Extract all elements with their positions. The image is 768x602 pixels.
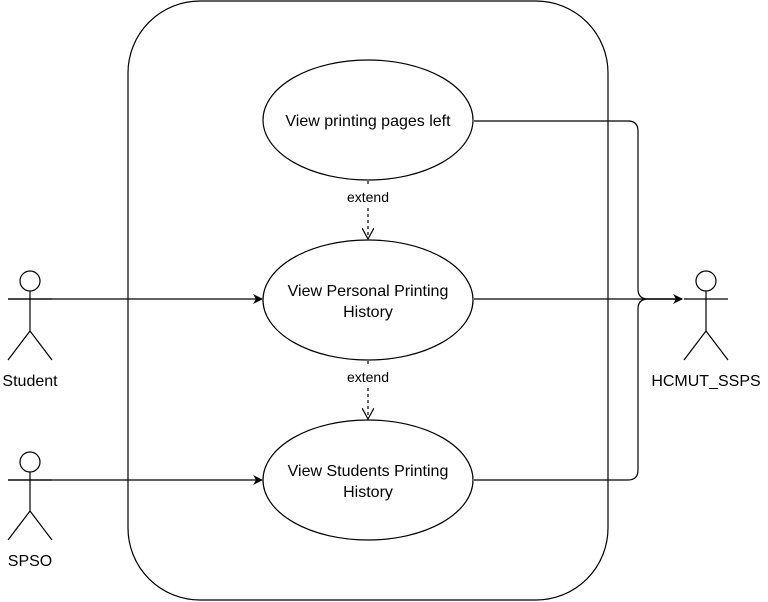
use-case-personal-history-label-line1: View Personal Printing (288, 283, 449, 300)
actor-spso-label: SPSO (8, 553, 52, 570)
actor-hcmut-ssps-leg-left (683, 330, 707, 361)
actor-hcmut-ssps[interactable]: HCMUT_SSPS (651, 270, 761, 390)
use-case-students-history-label-line1: View Students Printing (288, 463, 449, 480)
use-case-personal-history[interactable]: View Personal Printing History (262, 239, 474, 361)
actor-hcmut-ssps-head (695, 270, 717, 292)
extend-relation-bottom[interactable]: extend (338, 361, 398, 419)
use-case-pages-left-ellipse (262, 59, 474, 181)
actor-student-leg-right (29, 330, 53, 361)
use-case-pages-left[interactable]: View printing pages left (262, 59, 474, 181)
extend-bottom-label: extend (347, 369, 389, 385)
extend-top-label-bg (338, 186, 398, 206)
actor-student-label: Student (2, 373, 58, 390)
actor-spso-leg-left (7, 510, 31, 541)
actor-hcmut-ssps-label: HCMUT_SSPS (651, 373, 760, 390)
use-case-students-history-ellipse (262, 419, 474, 541)
actor-spso-head (19, 451, 41, 473)
actor-student-leg-left (7, 330, 31, 361)
association-pages-left-system[interactable] (474, 120, 682, 300)
use-case-personal-history-label-line2: History (343, 304, 393, 321)
actor-student[interactable]: Student (2, 270, 58, 390)
association-students-history-system[interactable] (474, 298, 682, 481)
actor-hcmut-ssps-leg-right (705, 330, 729, 361)
use-case-personal-history-ellipse (262, 239, 474, 361)
extend-top-label: extend (347, 189, 389, 205)
actor-spso[interactable]: SPSO (7, 451, 53, 570)
use-case-students-history-label-line2: History (343, 484, 393, 501)
system-boundary (127, 0, 609, 601)
actor-spso-leg-right (29, 510, 53, 541)
actor-student-head (19, 270, 41, 292)
extend-bottom-label-bg (338, 366, 398, 386)
extend-relation-top[interactable]: extend (338, 181, 398, 239)
use-case-pages-left-label: View printing pages left (285, 113, 451, 130)
use-case-students-history[interactable]: View Students Printing History (262, 419, 474, 541)
